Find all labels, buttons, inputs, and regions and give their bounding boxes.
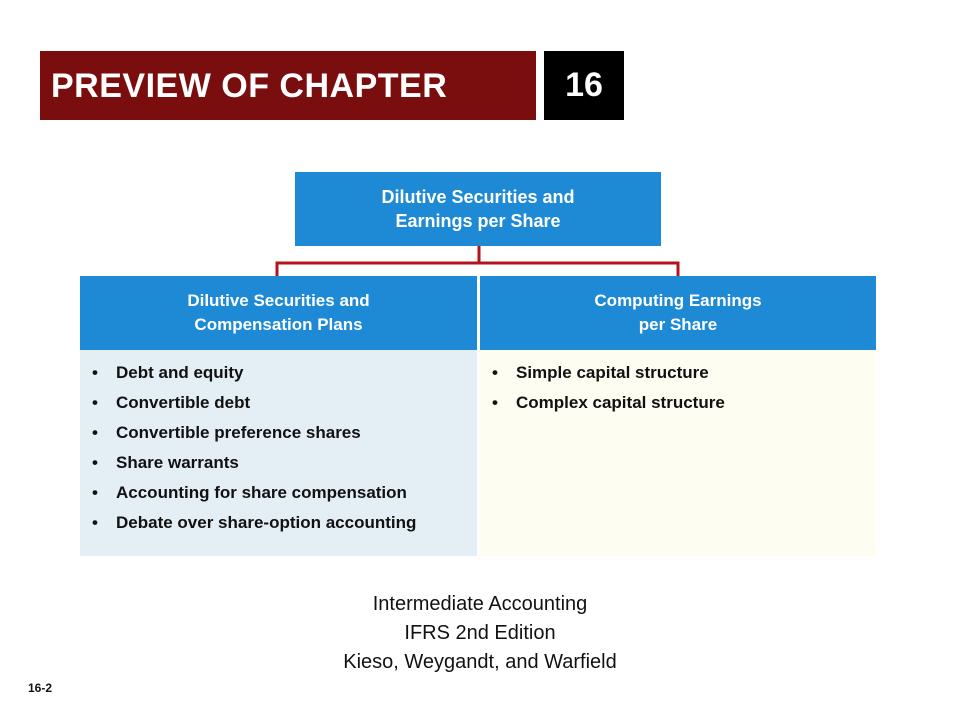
list-item-text: Debate over share-option accounting xyxy=(116,513,417,532)
slide-number: 16-2 xyxy=(28,681,53,695)
list-item-text: Accounting for share compensation xyxy=(116,483,407,502)
bullet-icon: • xyxy=(92,423,98,442)
chapter-number: 16 xyxy=(544,51,624,120)
column-heading-line2: per Share xyxy=(638,315,718,334)
list-item: • Convertible debt xyxy=(92,388,477,418)
banner-title: PREVIEW OF CHAPTER xyxy=(51,67,448,105)
column-heading-dilutive-securities: Dilutive Securities and Compensation Pla… xyxy=(80,276,477,350)
root-node-line1: Dilutive Securities and xyxy=(381,187,575,207)
list-item: • Share warrants xyxy=(92,448,477,478)
list-item-text: Share warrants xyxy=(116,453,239,472)
topic-list: • Simple capital structure • Complex capit… xyxy=(480,350,876,418)
root-node-line2: Earnings per Share xyxy=(395,211,561,231)
list-item: • Debate over share-option accounting xyxy=(92,508,477,538)
column-heading-line1: Dilutive Securities and xyxy=(187,291,370,310)
textbook-authors: Kieso, Weygandt, and Warfield xyxy=(343,651,617,673)
bullet-icon: • xyxy=(492,393,498,412)
textbook-credit: Intermediate Accounting IFRS 2nd Edition… xyxy=(0,590,960,677)
connector-path xyxy=(275,246,680,276)
column-heading-line2: Compensation Plans xyxy=(194,315,363,334)
list-item: • Convertible preference shares xyxy=(92,418,477,448)
list-item-text: Convertible preference shares xyxy=(116,423,361,442)
bullet-icon: • xyxy=(92,513,98,532)
list-item-text: Complex capital structure xyxy=(516,393,725,412)
bullet-icon: • xyxy=(92,453,98,472)
list-item: • Simple capital structure xyxy=(492,358,876,388)
root-node: Dilutive Securities and Earnings per Sha… xyxy=(295,172,661,246)
textbook-edition: IFRS 2nd Edition xyxy=(404,622,556,644)
bullet-icon: • xyxy=(92,393,98,412)
column-body-dilutive-securities: • Debt and equity • Convertible debt • Conv… xyxy=(80,350,477,556)
list-item: • Complex capital structure xyxy=(492,388,876,418)
topic-list: • Debt and equity • Convertible debt • Conv… xyxy=(80,350,477,538)
list-item-text: Debt and equity xyxy=(116,363,244,382)
bullet-icon: • xyxy=(92,483,98,502)
column-heading-computing-eps: Computing Earnings per Share xyxy=(480,276,876,350)
bullet-icon: • xyxy=(92,363,98,382)
bullet-icon: • xyxy=(492,363,498,382)
chapter-banner xyxy=(40,51,536,120)
list-item: • Accounting for share compensation xyxy=(92,478,477,508)
column-body-computing-eps: • Simple capital structure • Complex capit… xyxy=(480,350,876,556)
list-item-text: Convertible debt xyxy=(116,393,251,412)
column-heading-line1: Computing Earnings xyxy=(594,291,762,310)
list-item: • Debt and equity xyxy=(92,358,477,388)
textbook-title: Intermediate Accounting xyxy=(372,593,588,615)
list-item-text: Simple capital structure xyxy=(516,363,709,382)
